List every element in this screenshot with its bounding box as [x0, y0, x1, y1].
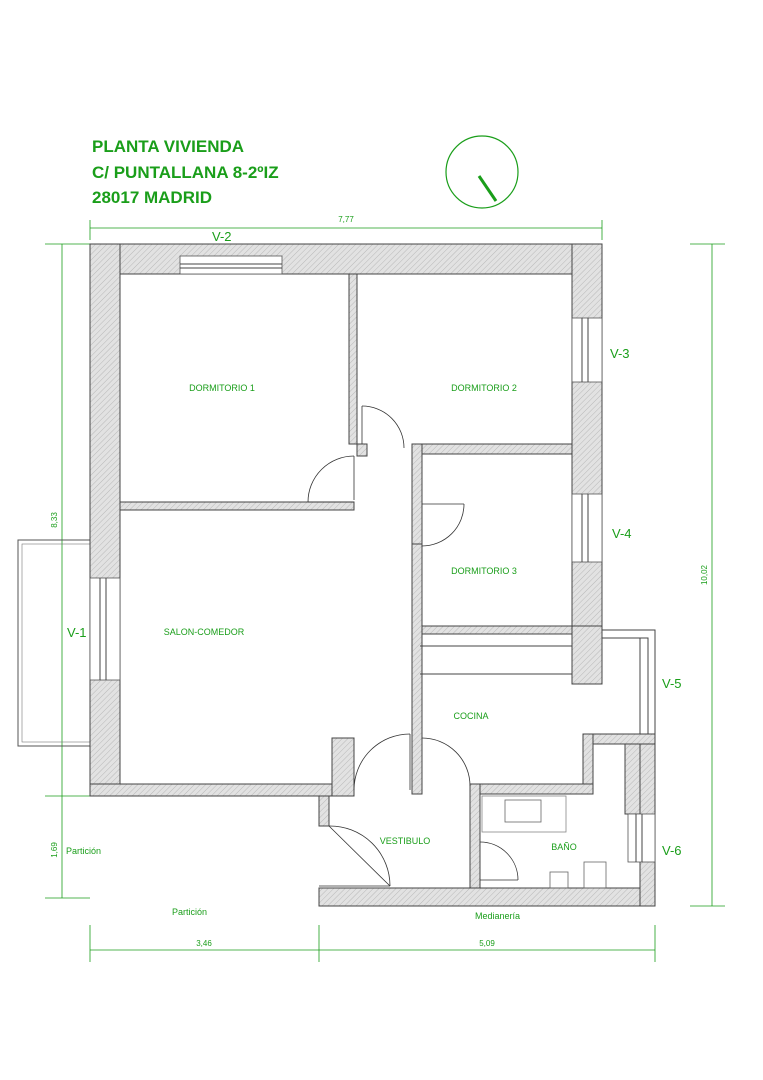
dimension-top-label: 7,77	[338, 215, 354, 224]
window-v4	[571, 493, 603, 563]
door-bano	[479, 841, 519, 881]
window-label-v2: V-2	[212, 229, 232, 244]
exterior-walls	[89, 243, 656, 907]
interior-walls	[119, 273, 573, 795]
note-medianeria: Medianería	[475, 911, 520, 921]
room-label-dormitorio-3: DORMITORIO 3	[451, 566, 517, 576]
dimension-bottom-left-label: 3,46	[196, 939, 212, 948]
window-label-v3: V-3	[610, 346, 630, 361]
note-particion-left: Partición	[66, 846, 101, 856]
window-label-v1: V-1	[67, 625, 87, 640]
kitchen-bay	[571, 625, 656, 734]
window-label-v5: V-5	[662, 676, 682, 691]
window-v1	[89, 577, 121, 681]
door-dormitorio-2	[361, 405, 405, 449]
window-v6	[627, 813, 656, 863]
window-label-v6: V-6	[662, 843, 682, 858]
title-line-2: C/ PUNTALLANA 8-2ºIZ	[92, 163, 279, 182]
title-line-1: PLANTA VIVIENDA	[92, 137, 244, 156]
dimension-left-lower-label: 1,69	[50, 842, 59, 858]
dimension-top: 7,77	[89, 215, 603, 240]
dimension-bottom-right-label: 5,09	[479, 939, 495, 948]
room-label-salon-comedor: SALON-COMEDOR	[164, 627, 245, 637]
title-line-3: 28017 MADRID	[92, 188, 212, 207]
room-label-vestibulo: VESTIBULO	[380, 836, 431, 846]
balcony	[17, 539, 91, 747]
dimension-left: 8,33 1,69	[45, 243, 90, 899]
window-v3	[571, 317, 603, 383]
dimension-right: 10,02	[690, 243, 725, 907]
window-v2	[179, 255, 283, 275]
door-dormitorio-3	[421, 503, 465, 547]
door-salon	[353, 733, 411, 791]
door-dormitorio-1	[307, 455, 355, 503]
north-indicator	[445, 135, 519, 209]
room-label-dormitorio-1: DORMITORIO 1	[189, 383, 255, 393]
window-label-v4: V-4	[612, 526, 632, 541]
bathroom-fixtures	[481, 795, 607, 889]
note-particion-bottom: Partición	[172, 907, 207, 917]
door-cocina	[421, 737, 471, 787]
dimension-bottom: 3,46 5,09	[89, 925, 656, 962]
dimension-left-label: 8,33	[50, 512, 59, 528]
room-label-bano: BAÑO	[551, 842, 577, 852]
dimension-right-label: 10,02	[700, 564, 709, 585]
door-entrance	[319, 825, 391, 887]
room-label-dormitorio-2: DORMITORIO 2	[451, 383, 517, 393]
room-label-cocina: COCINA	[453, 711, 488, 721]
